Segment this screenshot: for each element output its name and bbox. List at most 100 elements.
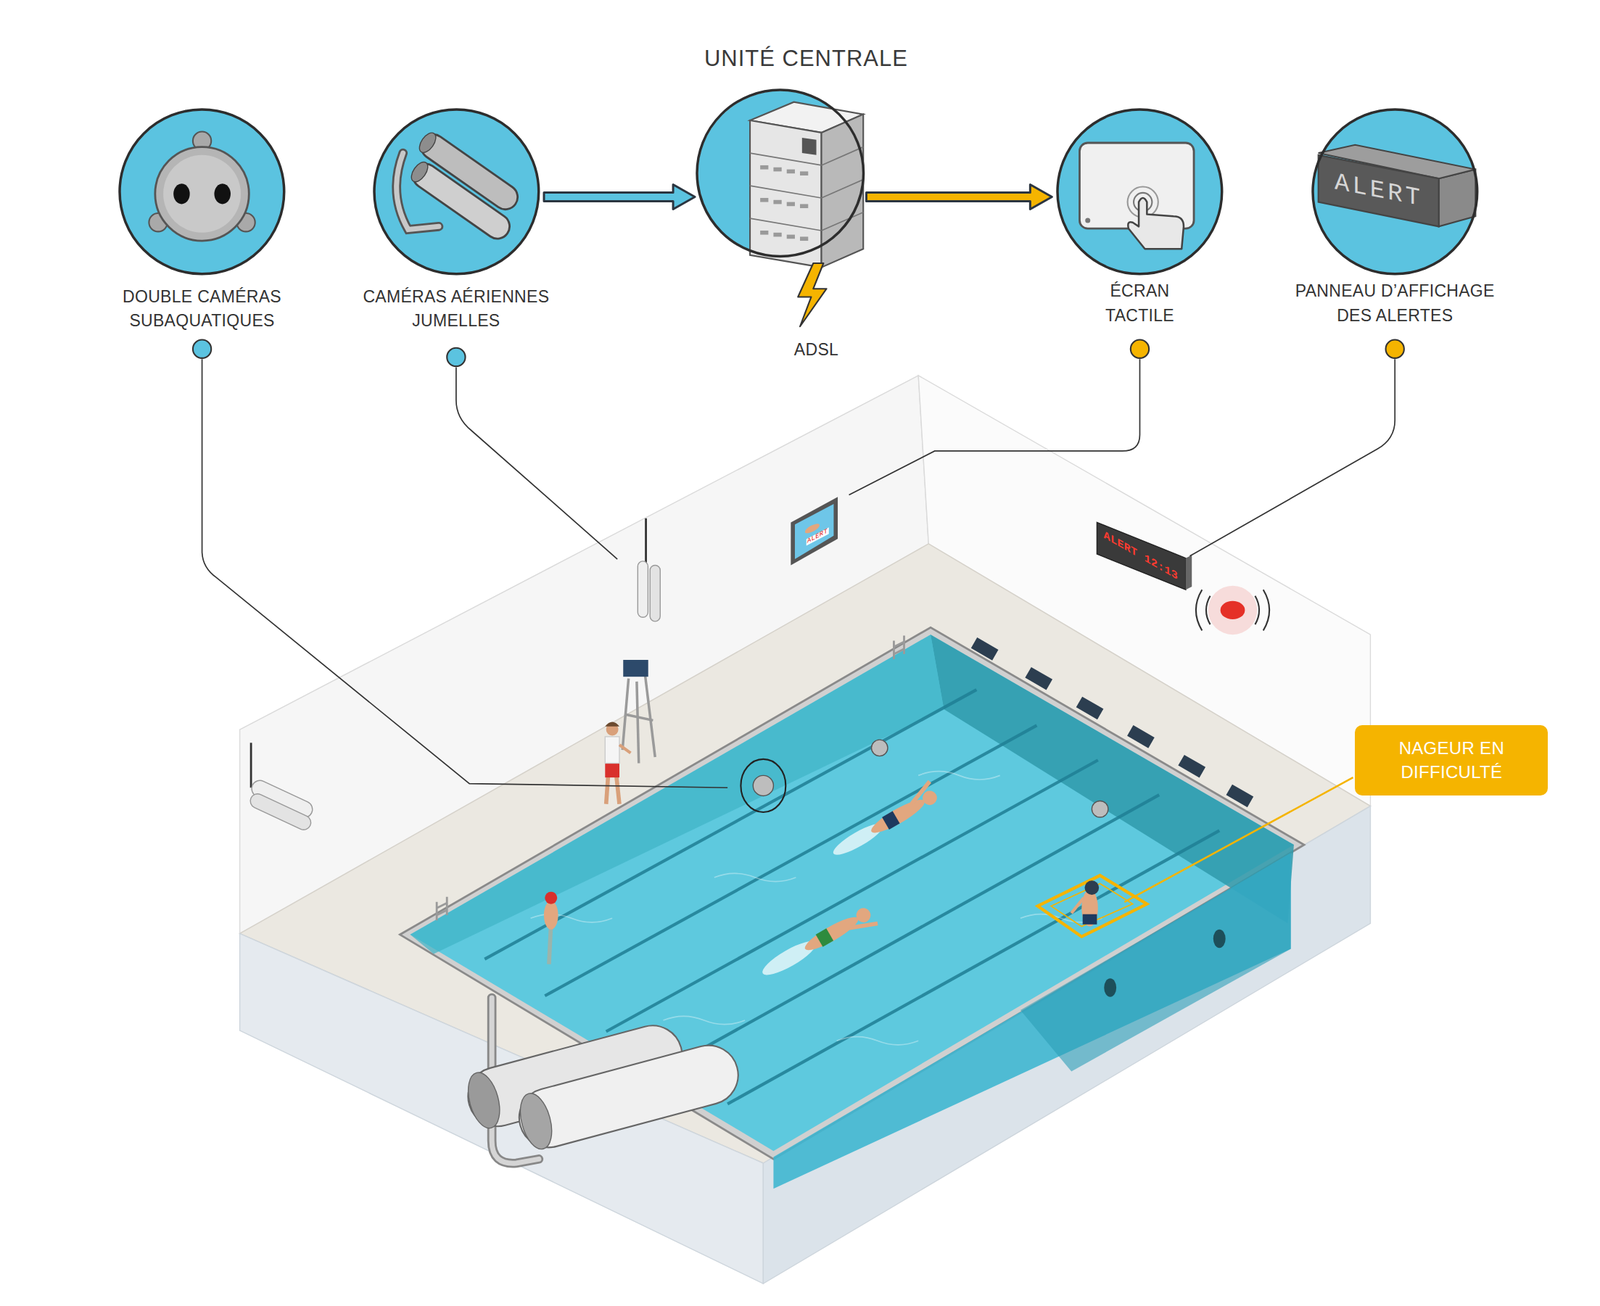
screen-circle: ÉCRAN TACTILE [1056, 108, 1224, 276]
lifeguard [616, 775, 620, 804]
touch-screen-icon [1127, 198, 1184, 249]
node-label: ÉCRAN TACTILE [1085, 279, 1194, 328]
leader-dot [1130, 340, 1149, 359]
server-rack-icon [760, 198, 769, 203]
aerial-camera-icon [408, 159, 432, 185]
display-text: ALERT 12:13 [1103, 529, 1178, 583]
circle-outline [1056, 108, 1224, 276]
server-rack-icon [749, 218, 822, 231]
lifeguard-chair [636, 681, 639, 764]
server-rack-icon [749, 120, 822, 268]
pool [410, 634, 945, 954]
standing-bather [543, 892, 559, 965]
server-rack-icon [800, 203, 808, 209]
camera-circle: CAMÉRAS AÉRIENNES JUMELLES [372, 108, 541, 276]
server-rack-icon [773, 200, 782, 205]
node-label: CAMÉRAS AÉRIENNES JUMELLES [347, 285, 566, 334]
lifeguard [604, 721, 631, 804]
leader-line [1189, 359, 1395, 557]
label-holder: ALERT 12:13 [1140, 556, 1215, 568]
underwater-camera-icon [213, 183, 231, 204]
swimmer-in-difficulty [1071, 897, 1084, 914]
standing-bather [544, 892, 558, 905]
flow-arrow [543, 184, 695, 210]
ladder [893, 636, 904, 660]
pool [918, 771, 1001, 780]
underwater-camera-icon [148, 132, 255, 242]
server-rack-icon [760, 165, 808, 241]
icon-circle-fill [1313, 110, 1477, 274]
standing-bather [549, 923, 552, 964]
server-rack-icon [821, 179, 864, 199]
starting-block [1177, 755, 1206, 779]
aerial-camera [250, 742, 253, 788]
node-label: DOUBLE CAMÉRAS SUBAQUATIQUES [107, 285, 298, 334]
alert-display [1096, 522, 1186, 590]
circle-outline [695, 88, 866, 259]
swimmer-in-difficulty [1037, 875, 1148, 937]
lifeguard-chair [644, 673, 655, 758]
server-rack-icon [749, 153, 822, 166]
aerial-camera-large [462, 1069, 505, 1132]
lightning-bolt [797, 263, 827, 327]
underwater-camera-icon [163, 155, 241, 233]
server-rack-icon [773, 232, 782, 238]
server-rack-icon [760, 230, 769, 235]
alarm-beacon [1196, 586, 1270, 636]
display-text: ALERT [1334, 169, 1424, 212]
swimmer [801, 912, 862, 956]
label-holder: ADSL [816, 350, 861, 375]
label-holder: DOUBLE CAMÉRAS SUBAQUATIQUES [107, 285, 298, 334]
server-rack-icon [786, 202, 795, 207]
aerial-camera-icon [416, 129, 440, 156]
swimmer-in-difficulty [1081, 889, 1099, 927]
camera-circle: DOUBLE CAMÉRAS SUBAQUATIQUES [118, 108, 286, 276]
ladder [436, 636, 904, 922]
flow-arrow [866, 184, 1052, 210]
leader-line [456, 367, 618, 560]
underwater-camera [871, 739, 888, 757]
leader-dot [192, 340, 212, 359]
pool [544, 725, 1037, 996]
aerial-camera-large [461, 1006, 745, 1166]
underwater-camera [740, 759, 786, 813]
pool [714, 873, 797, 882]
swimmer [881, 811, 900, 831]
aerial-camera [637, 561, 648, 618]
ladder [436, 897, 447, 921]
label-holder: ALERT [817, 536, 840, 544]
pool [773, 852, 1291, 1189]
circle-outline [372, 108, 541, 276]
starting-block [1226, 784, 1255, 808]
aerial-camera-large [514, 1090, 558, 1153]
lifeguard-chair [622, 661, 655, 764]
circle-outline [119, 109, 285, 275]
server-rack-icon [749, 147, 864, 231]
swimmer [853, 905, 874, 926]
server-rack-icon [800, 171, 808, 176]
leader-line [202, 359, 1396, 788]
server-rack-icon [786, 234, 795, 240]
pool [1103, 978, 1117, 997]
pool [606, 760, 1099, 1032]
touch-screen [790, 496, 838, 566]
pool [530, 914, 613, 923]
aerial-camera-icon [396, 129, 531, 244]
swimmer [868, 794, 929, 838]
starting-block [971, 637, 1254, 808]
leader-dot [1386, 340, 1405, 359]
server-rack-icon [821, 147, 864, 166]
lifeguard-chair [624, 661, 647, 676]
label-holder: ALERT [1378, 190, 1468, 216]
aerial-camera-large [512, 1039, 745, 1155]
pool [484, 689, 977, 959]
pool [1213, 929, 1226, 948]
aerial-camera-icon [408, 158, 515, 243]
touch-screen-icon [1085, 217, 1091, 223]
swimmer [849, 914, 878, 937]
underwater-camera-icon [173, 183, 191, 204]
icon-circle-fill [1058, 110, 1222, 274]
pool [530, 771, 1103, 1046]
